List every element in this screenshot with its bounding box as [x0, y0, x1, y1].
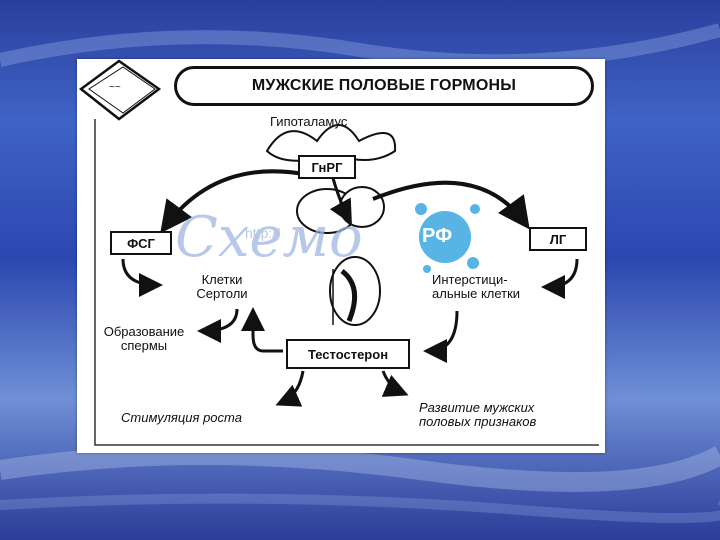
sertoli-line-1: Клетки	[201, 272, 243, 287]
diagram-title: МУЖСКИЕ ПОЛОВЫЕ ГОРМОНЫ	[174, 66, 594, 106]
watermark-logo: Схемо	[175, 205, 363, 270]
sperm-label: Образование спермы	[94, 325, 194, 353]
watermark-rf: РФ	[422, 225, 453, 247]
sperm-line-2: спермы	[120, 338, 168, 353]
traits-line-1: Развитие мужских	[419, 400, 535, 415]
hypothalamus-label: Гипоталамус	[270, 114, 348, 129]
growth-label: Стимуляция роста	[121, 410, 242, 425]
arrow-testosterone-sertoli	[241, 307, 283, 353]
interstitial-line-1: Интерстици-	[432, 272, 508, 287]
arrow-fsg-sertoli	[121, 258, 163, 297]
interstitial-line-2: альные клетки	[432, 286, 521, 301]
arrow-to-lg	[372, 180, 530, 230]
arrow-testosterone-growth	[275, 370, 305, 407]
lg-box: ЛГ	[529, 227, 587, 251]
arrow-sertoli-sperm	[197, 308, 239, 343]
traits-line-2: половых признаков	[419, 414, 537, 429]
arrow-testosterone-traits	[381, 370, 409, 397]
arrow-lg-interstitial	[541, 258, 579, 299]
diagram-slide: МУЖСКИЕ ПОЛОВЫЕ ГОРМОНЫ Гипоталамус ГнРГ…	[77, 59, 605, 453]
watermark-url: http://	[245, 225, 281, 241]
fsg-box: ФСГ	[110, 231, 172, 255]
sertoli-line-2: Сертоли	[196, 286, 248, 301]
sperm-line-1: Образование	[103, 324, 185, 339]
corner-mark: ~~	[109, 82, 121, 93]
sertoli-label: Клетки Сертоли	[187, 273, 257, 301]
gnrg-box: ГнРГ	[298, 155, 356, 179]
arrow-to-fsg	[160, 169, 310, 234]
arrow-interstitial-testosterone	[423, 310, 459, 363]
interstitial-label: Интерстици- альные клетки	[432, 273, 520, 301]
diagram-graphics	[78, 59, 599, 446]
testosterone-box: Тестостерон	[286, 339, 410, 369]
watermark-splash	[415, 203, 480, 273]
traits-label: Развитие мужских половых признаков	[419, 401, 536, 429]
corner-diamond	[78, 59, 162, 121]
